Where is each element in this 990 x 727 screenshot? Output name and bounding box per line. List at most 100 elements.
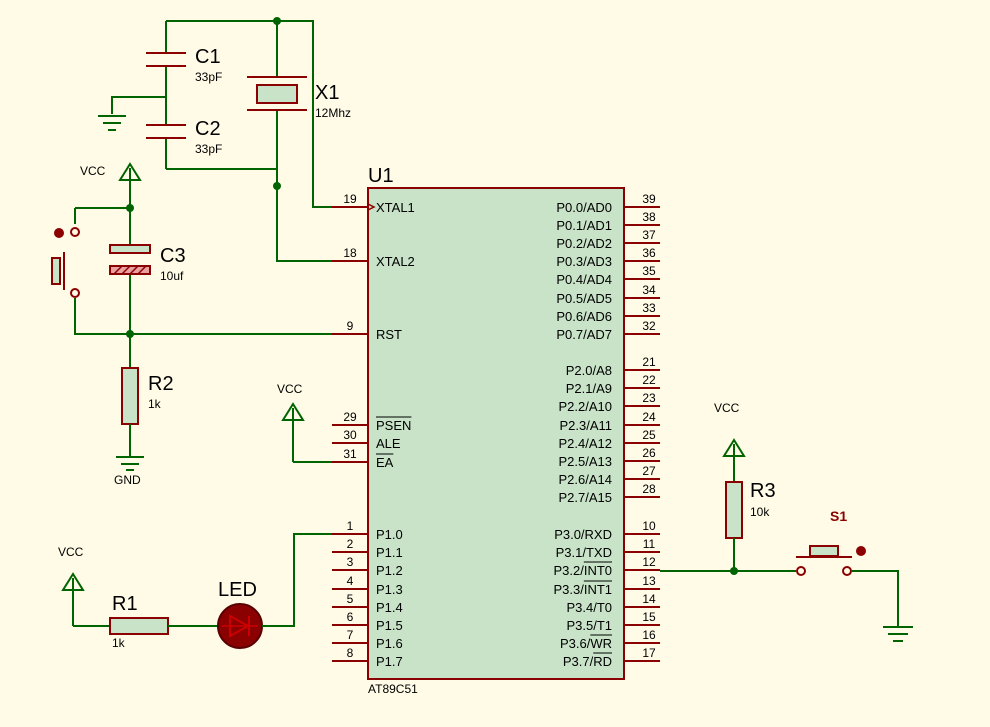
pin-number: 29 — [343, 410, 357, 424]
pin-number: 23 — [642, 391, 656, 405]
c3-value: 10uf — [160, 269, 184, 283]
pin-name: P0.1/AD1 — [556, 218, 612, 233]
ic-u1: U1 AT89C51 19XTAL118XTAL29RST29PSEN30ALE… — [332, 165, 660, 696]
pin-name: P0.2/AD2 — [556, 236, 612, 251]
reset-section: VCC C3 10uf — [51, 162, 352, 487]
pin-name: P1.7 — [376, 654, 403, 669]
pin-name: XTAL2 — [376, 254, 415, 269]
pin-number: 2 — [347, 537, 354, 551]
ic-pin-left: 4P1.3 — [332, 574, 403, 597]
pin-number: 3 — [347, 555, 354, 569]
pin-name: P3.4/T0 — [566, 600, 612, 615]
r2-ref: R2 — [148, 373, 174, 395]
pin-name-overbar: RD — [593, 654, 612, 669]
pin-number: 36 — [642, 246, 656, 260]
pin-name: P2.7/A15 — [559, 490, 613, 505]
c1-value: 33pF — [195, 70, 222, 84]
pin-number: 30 — [343, 428, 357, 442]
vcc-symbol-reset: VCC — [80, 162, 142, 208]
c2-ref: C2 — [195, 118, 221, 140]
r1-value: 1k — [112, 636, 126, 650]
pin-number: 39 — [642, 192, 656, 206]
ic-pin-left: 6P1.5 — [332, 610, 403, 633]
x1-ref: X1 — [315, 82, 339, 104]
pin-number: 18 — [343, 246, 357, 260]
pin-name: P1.3 — [376, 582, 403, 597]
pin-name: P1.2 — [376, 563, 403, 578]
pin-name: P0.0/AD0 — [556, 200, 612, 215]
pin-number: 24 — [642, 410, 656, 424]
pin-number: 16 — [642, 628, 656, 642]
pin-name: P1.4 — [376, 600, 403, 615]
ic-pin-left: 5P1.4 — [332, 592, 403, 615]
pin-name: P0.7/AD7 — [556, 327, 612, 342]
ic-body — [367, 187, 625, 680]
pin-number: 25 — [642, 428, 656, 442]
ground-symbol — [98, 115, 126, 131]
junction-dot — [273, 182, 281, 190]
resistor-r2: R2 1k — [121, 367, 174, 456]
vcc-label: VCC — [277, 382, 303, 396]
pin-number: 8 — [347, 646, 354, 660]
led-section: VCC R1 1k LED — [58, 533, 332, 650]
led-d1: LED — [217, 579, 263, 649]
pin-number: 9 — [347, 319, 354, 333]
xtal2-wire — [276, 169, 352, 262]
pin-name: P1.6 — [376, 636, 403, 651]
junction-dot — [273, 17, 281, 25]
resistor-r1: R1 1k — [109, 593, 169, 650]
pin-name: XTAL1 — [376, 200, 415, 215]
vcc-label: VCC — [80, 164, 106, 178]
pin-name: P2.4/A12 — [559, 436, 613, 451]
ground-symbol-reset: GND — [114, 456, 144, 487]
int0-section: VCC R3 10k S1 — [660, 401, 913, 642]
u1-ref: U1 — [368, 165, 394, 187]
pin-number: 38 — [642, 210, 656, 224]
pin-number: 35 — [642, 264, 656, 278]
resistor-r3: R3 10k — [725, 480, 776, 539]
r3-ref: R3 — [750, 480, 776, 502]
pin-name: P2.0/A8 — [566, 363, 612, 378]
pin-number: 26 — [642, 446, 656, 460]
clock-marker — [367, 203, 376, 211]
pin-name: P2.5/A13 — [559, 454, 613, 469]
capacitor-c2: C2 33pF — [146, 118, 222, 156]
pin-name: P2.6/A14 — [559, 472, 613, 487]
pin-number: 13 — [642, 574, 656, 588]
pushbutton-s1: S1 — [796, 508, 866, 576]
crystal-x1: X1 12Mhz — [247, 76, 351, 120]
ic-pin-left: 8P1.7 — [332, 646, 403, 669]
pin-number: 19 — [343, 192, 357, 206]
pin-number: 12 — [642, 555, 656, 569]
pin-number: 15 — [642, 610, 656, 624]
pin-name: PSEN — [376, 418, 411, 433]
pin-name: P3.1/TXD — [556, 545, 612, 560]
x1-value: 12Mhz — [315, 106, 351, 120]
s1-ref: S1 — [830, 508, 847, 524]
pin-name-overbar: WR — [590, 636, 612, 651]
pin-name: P3.3/ — [553, 582, 584, 597]
pin-name: P0.4/AD4 — [556, 272, 612, 287]
gnd-label: GND — [114, 473, 141, 487]
pin-name: P2.1/A9 — [566, 381, 612, 396]
